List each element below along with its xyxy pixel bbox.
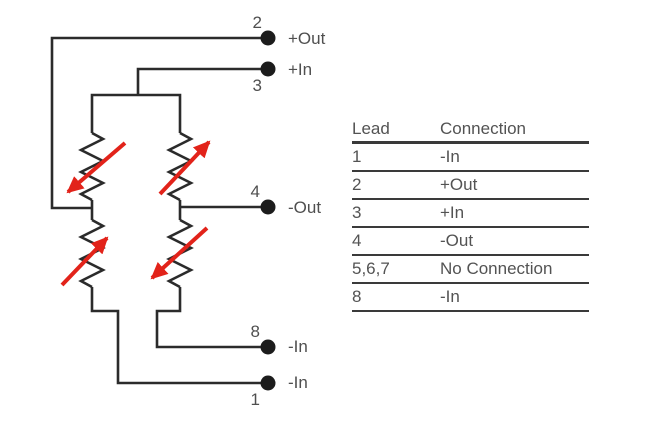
lead-cell: 1: [352, 147, 362, 166]
terminal-label-minus-in-1: -In: [288, 373, 308, 392]
terminal-dot-4: [260, 199, 276, 215]
connection-table: Lead Connection 1 -In 2 +Out 3 +In 4 -Ou…: [352, 116, 589, 312]
terminal-dots: [260, 30, 276, 391]
terminal-dot-8: [260, 339, 276, 355]
lead-cell: 3: [352, 203, 362, 222]
connection-cell: +In: [440, 203, 465, 222]
connection-cell: -Out: [440, 231, 474, 250]
connection-cell: No Connection: [440, 259, 553, 278]
table-row: 1 -In: [352, 144, 589, 172]
gauge-arrow-top-left: [66, 141, 127, 194]
terminal-number-8: 8: [251, 322, 260, 341]
terminal-label-plus-out: +Out: [288, 29, 326, 48]
terminal-number-1: 1: [251, 390, 260, 409]
connection-cell: -In: [440, 147, 460, 166]
wire-plus-in: [136, 67, 268, 96]
terminal-dot-2: [260, 30, 276, 46]
table-header-row: Lead Connection: [352, 116, 589, 144]
lead-cell: 2: [352, 175, 362, 194]
connection-cell: +Out: [440, 175, 478, 194]
lead-cell: 5,6,7: [352, 259, 390, 278]
gauge-arrow-bottom-left: [60, 236, 109, 287]
table-row: 4 -Out: [352, 228, 589, 256]
gauge-arrow-bottom-right: [150, 226, 209, 280]
terminal-number-2: 2: [253, 13, 262, 32]
table-row: 2 +Out: [352, 172, 589, 200]
gauge-arrow-top-right: [158, 140, 211, 196]
terminal-dot-1: [260, 375, 276, 391]
table-row: 5,6,7 No Connection: [352, 256, 589, 284]
terminal-dot-3: [260, 61, 276, 77]
terminal-number-3: 3: [253, 76, 262, 95]
terminal-label-plus-in: +In: [288, 60, 312, 79]
terminal-label-minus-out: -Out: [288, 198, 321, 217]
column-header-connection: Connection: [440, 118, 527, 138]
strain-gauge-top-left: [78, 131, 106, 202]
terminal-number-4: 4: [251, 182, 260, 201]
terminal-label-minus-in-8: -In: [288, 337, 308, 356]
bridge-wires: [50, 36, 268, 385]
wire-minus-in-1: [90, 287, 268, 385]
gauge-arrows: [60, 140, 211, 287]
lead-cell: 8: [352, 287, 362, 306]
wire-plus-out: [50, 36, 268, 210]
connection-cell: -In: [440, 287, 460, 306]
lead-cell: 4: [352, 231, 362, 250]
wire-minus-in-8: [155, 287, 268, 349]
strain-gauge-top-right: [166, 131, 194, 202]
table-row: 8 -In: [352, 284, 589, 312]
column-header-lead: Lead: [352, 118, 390, 138]
table-row: 3 +In: [352, 200, 589, 228]
wire-top-bar: [90, 93, 182, 133]
